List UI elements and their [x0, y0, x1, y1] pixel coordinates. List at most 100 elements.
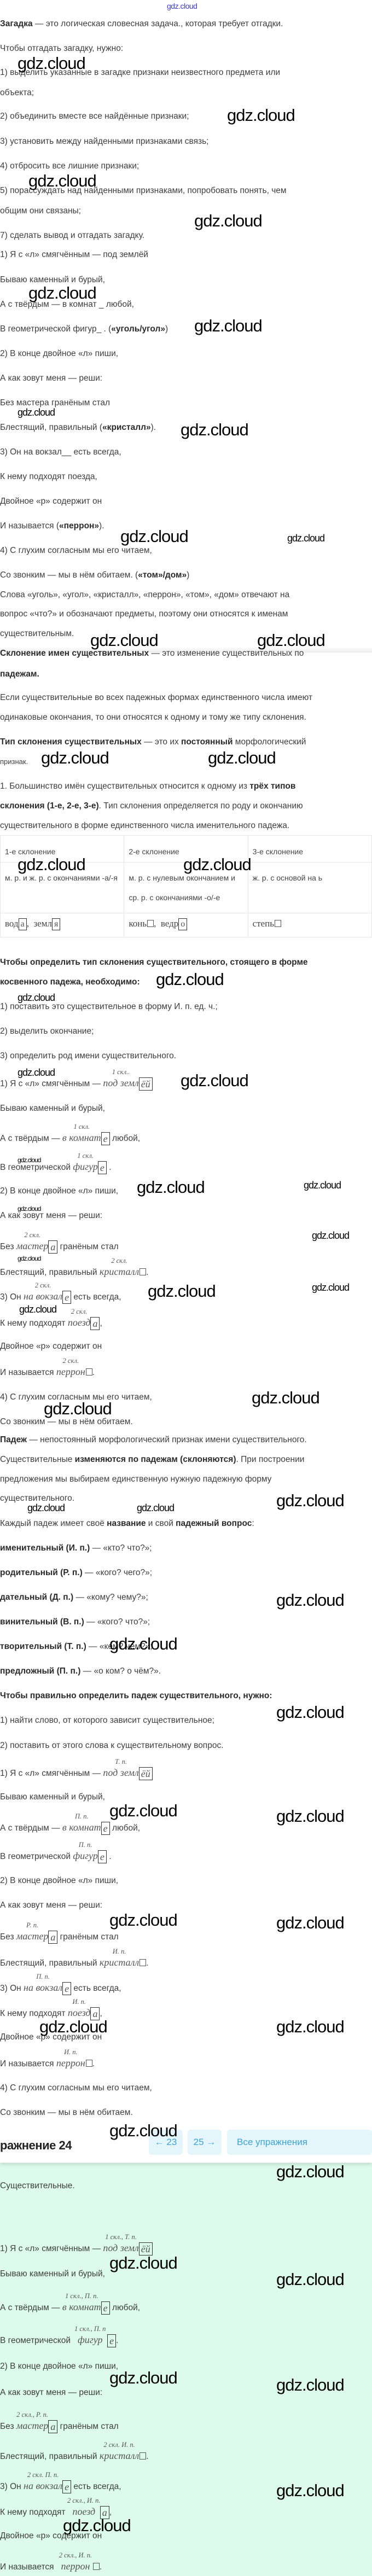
text: , ведр: [154, 918, 179, 929]
word: фигур: [73, 1161, 98, 1172]
word: под земл: [103, 1767, 139, 1778]
watermark: gdz.cloud: [120, 527, 189, 546]
word: на вокзал: [24, 1291, 63, 1302]
word: кристалл: [99, 2450, 140, 2461]
text: — «кого? что?»;: [84, 1617, 150, 1627]
text: Без: [0, 2422, 16, 2431]
text: Бываю каменный и бурый,: [0, 1104, 105, 1113]
text: ).: [99, 521, 104, 531]
text: ,: [100, 2009, 102, 2018]
text: Существительные.: [0, 2181, 75, 2190]
text: 2) объединить вместе все найдённые призн…: [0, 112, 189, 121]
text-line: 1) выделить указанные в загадке признаки…: [0, 67, 280, 79]
text: Со звонким — мы в нём обитаем.: [0, 1417, 133, 1426]
text: гранёным стал: [57, 1932, 119, 1942]
ending-box: а: [48, 1240, 58, 1254]
text: 2) В конце двойное «л» пиши,: [0, 1876, 119, 1885]
text-line: предложения мы выбираем единственную нуж…: [0, 1473, 271, 1485]
text-line: существительного.: [0, 1493, 74, 1505]
table-example-cell: степь: [247, 912, 372, 938]
text-line: А как зовут меня — реши:: [0, 372, 102, 384]
text: :: [252, 1519, 254, 1528]
text: есть всегда,: [71, 2482, 121, 2491]
next-exercise-button[interactable]: 25 →: [188, 2130, 222, 2155]
bold-text: трёх типов: [249, 782, 296, 791]
text-line: Падеж — непостоянный морфологический при…: [0, 1434, 307, 1446]
text: есть всегда,: [71, 1984, 121, 1993]
text-line: существительного в форме единственного ч…: [0, 820, 289, 832]
text: 3) Он: [0, 1984, 24, 1993]
text-line: склонения (1-е, 2-е, 3-е). Тип склонения…: [0, 800, 303, 812]
word: мастер: [16, 1240, 49, 1251]
text: 2) выделить окончание;: [0, 1027, 94, 1036]
text-line: Со звонким — мы в нём обитаем.: [0, 1416, 133, 1428]
text-line: Чтобы определить тип склонения существит…: [0, 957, 308, 969]
text: 1) Я с «л» смягчённым —: [0, 2244, 103, 2253]
prev-exercise-button[interactable]: ← 23: [149, 2130, 183, 2155]
watermark: gdz.cloud: [39, 2017, 108, 2036]
text: Со звонким — мы в нём обитаем. (: [0, 570, 138, 580]
watermark: gdz.cloud: [276, 1806, 345, 1826]
grammar-note: И. п.: [72, 1998, 86, 2006]
text: и свой: [146, 1519, 176, 1528]
watermark: gdz.cloud: [18, 1255, 41, 1262]
text-line: 7) сделать вывод и отгадать загадку.: [0, 230, 144, 242]
text: .: [116, 2336, 119, 2345]
word: перрон: [56, 2058, 85, 2068]
word: кристалл: [99, 1266, 140, 1277]
word: в комнат: [62, 1132, 101, 1143]
text: .: [106, 1852, 112, 1861]
text: существительным.: [0, 629, 74, 638]
declension-table: 1-е склонение 2-е склонение 3-е склонени…: [0, 835, 372, 938]
watermark: gdz.cloud: [19, 1304, 57, 1315]
table-header-cell: 3-е склонение: [247, 835, 372, 862]
text-line: Тип склонения существительных — это их п…: [0, 736, 306, 748]
grammar-note: П. п.: [74, 1812, 89, 1820]
text: ): [165, 324, 168, 334]
text: 3) Он: [0, 2482, 24, 2491]
watermark: gdz.cloud: [276, 1491, 345, 1510]
text-line: 4) отбросить все лишние признаки;: [0, 160, 139, 172]
text: . При построении: [236, 1455, 305, 1464]
all-exercises-button[interactable]: Все упражнения: [227, 2130, 372, 2155]
text: 1) выделить указанные в загадке признаки…: [0, 68, 281, 77]
section-divider: [0, 647, 372, 652]
text: А как зовут меня — реши:: [0, 1211, 103, 1220]
text: А с твёрдым — в комнат _ любой,: [0, 300, 134, 309]
text: Двойное «р» содержит он: [0, 1342, 102, 1351]
text: .: [92, 2059, 95, 2068]
text-line: 2) объединить вместе все найдённые призн…: [0, 110, 189, 123]
text-line: признак.: [0, 756, 28, 768]
ending-box: е: [101, 1132, 110, 1145]
text-line: 4) С глухим согласным мы его читаем,: [0, 545, 152, 557]
watermark: gdz.cloud: [28, 171, 97, 190]
text: признак.: [0, 757, 28, 766]
ending-box: я: [51, 918, 61, 931]
text: — «о ком? о чём?».: [80, 1666, 161, 1676]
table-cell: м. р. и ж. р. с окончаниями -а/-я: [0, 862, 125, 913]
word: под земл: [103, 1077, 139, 1088]
watermark: gdz.cloud: [109, 2368, 178, 2387]
bold-text: изменяются по падежам (склоняются): [74, 1455, 236, 1464]
table-header-cell: 2-е склонение: [124, 835, 248, 862]
text-line: родительный (Р. п.) — «кого? чего?»;: [0, 1567, 152, 1579]
bold-text: Падеж: [0, 1435, 27, 1444]
watermark: gdz.cloud: [109, 1801, 178, 1820]
text-line: А с твёрдым — в комнат _ любой,: [0, 299, 134, 311]
text: К нему подходят: [0, 2508, 73, 2517]
grammar-note: 1 скл..: [112, 1068, 130, 1076]
text: 1) Я с «л» смягчённым — под землёй: [0, 250, 148, 259]
